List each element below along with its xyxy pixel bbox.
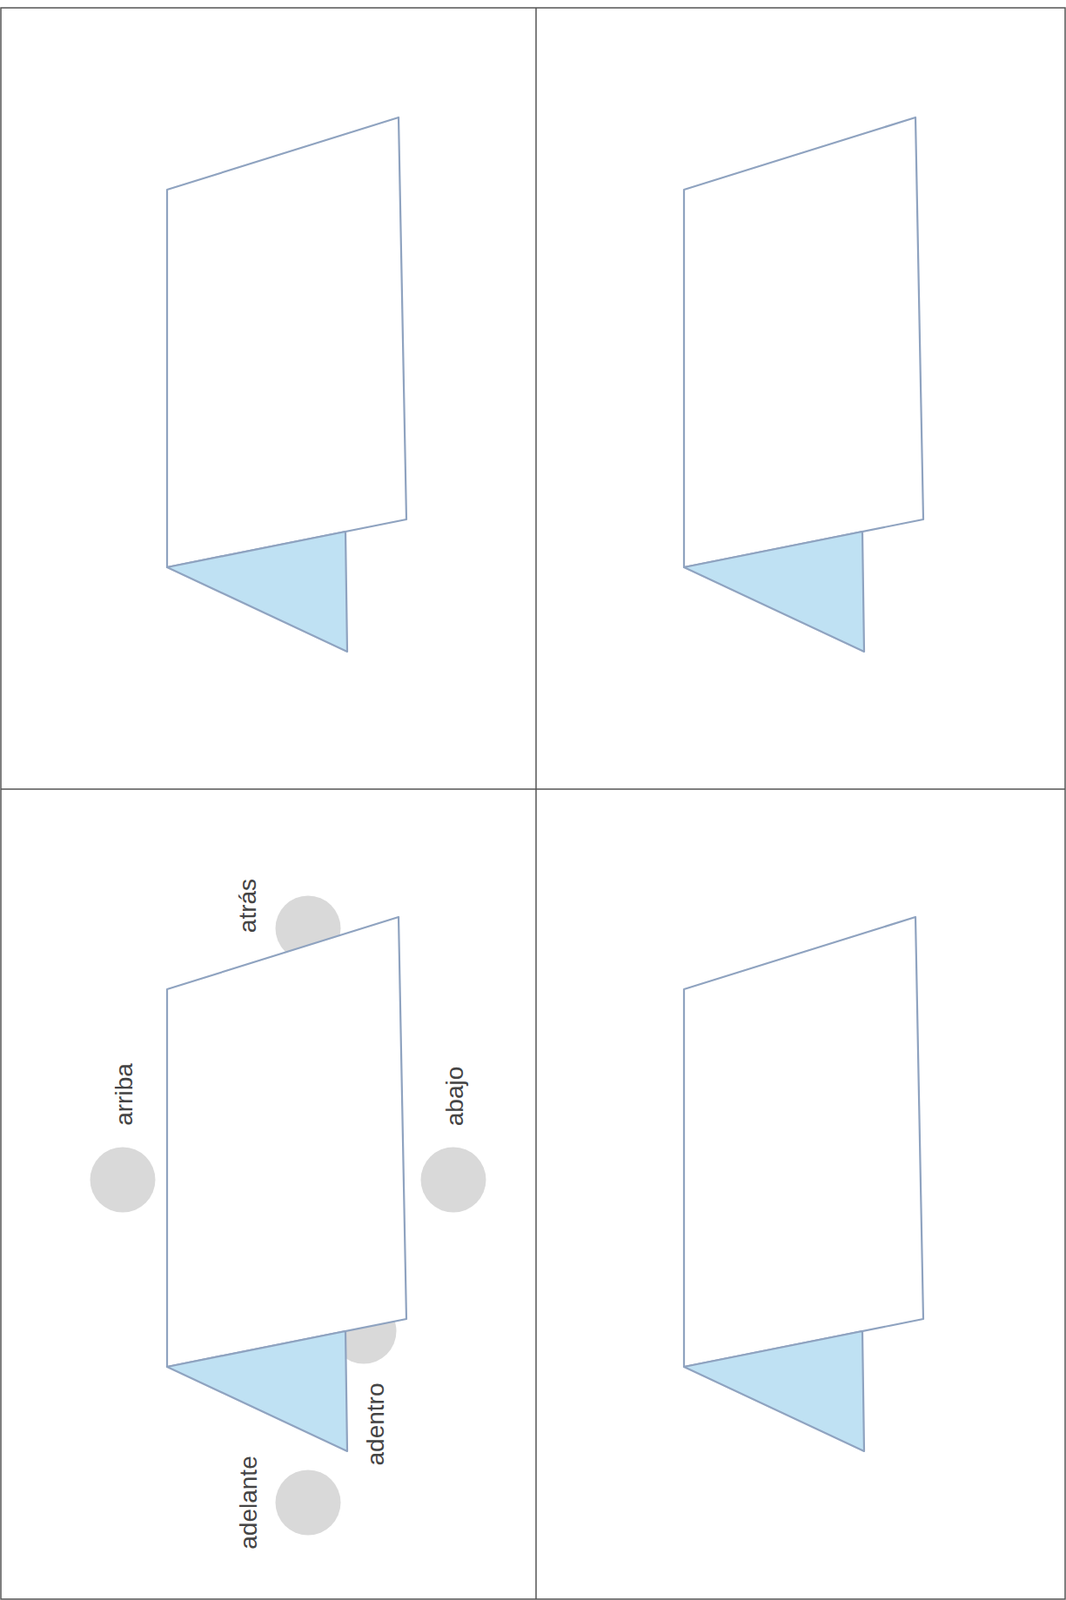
position-label: adentro [363,1383,389,1467]
position-label: adelante [236,1455,262,1549]
folded-card [683,917,924,1452]
position-dots [90,896,487,1536]
position-label: abajo [442,1066,468,1127]
divider [0,788,1066,791]
divider [535,7,537,1600]
folded-card [167,917,407,1452]
folded-card [167,117,407,652]
folded-card [683,117,924,652]
position-label: atrás [235,878,261,933]
frame [0,7,1066,1600]
position-label: arriba [112,1063,137,1127]
